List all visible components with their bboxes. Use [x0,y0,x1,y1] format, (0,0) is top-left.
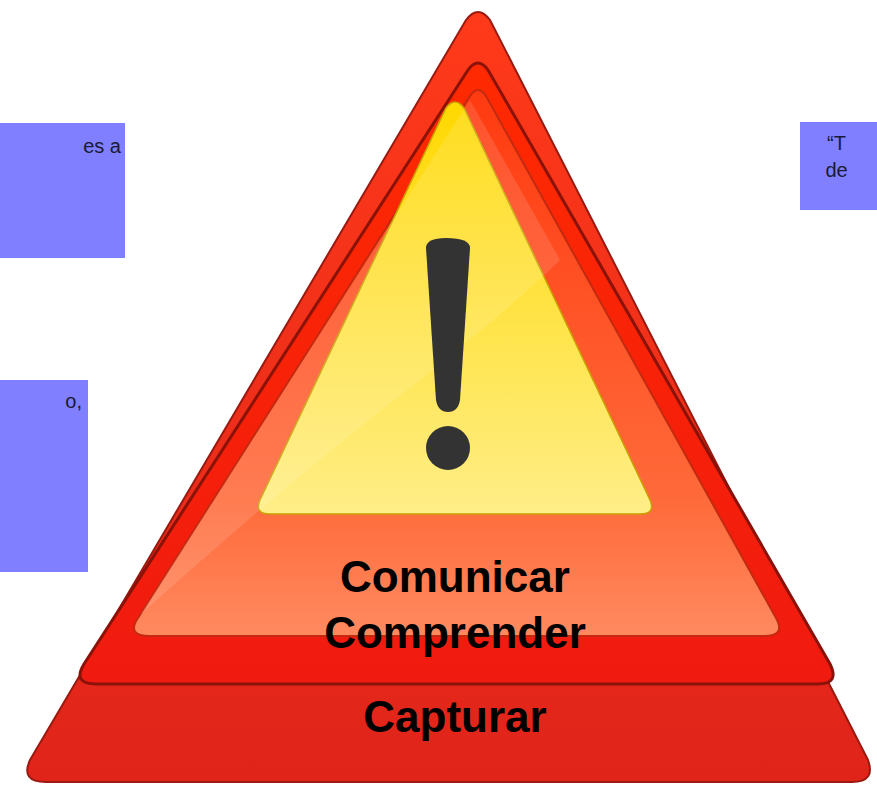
gloss-highlight [140,100,560,615]
inner-triangle [134,90,779,636]
callout-text: o, [4,388,82,415]
layer-band: Comunicar [332,551,578,603]
callout-text: es a [4,133,121,160]
layer-band: Comprender [316,608,594,658]
outer-triangle [27,12,870,782]
callout-box: es a [0,123,125,258]
callout-box: o, [0,380,88,572]
layer-label: Comunicar [340,552,570,602]
exclamation-dot [426,426,470,470]
exclamation-bar [426,238,470,412]
layer-label: Comprender [324,608,586,658]
middle-triangle [80,63,833,684]
callout-text: “T de [817,130,857,184]
layer-label: Capturar [363,692,546,742]
callout-box: “T de [800,122,877,210]
layer-band: Capturar [355,692,555,742]
